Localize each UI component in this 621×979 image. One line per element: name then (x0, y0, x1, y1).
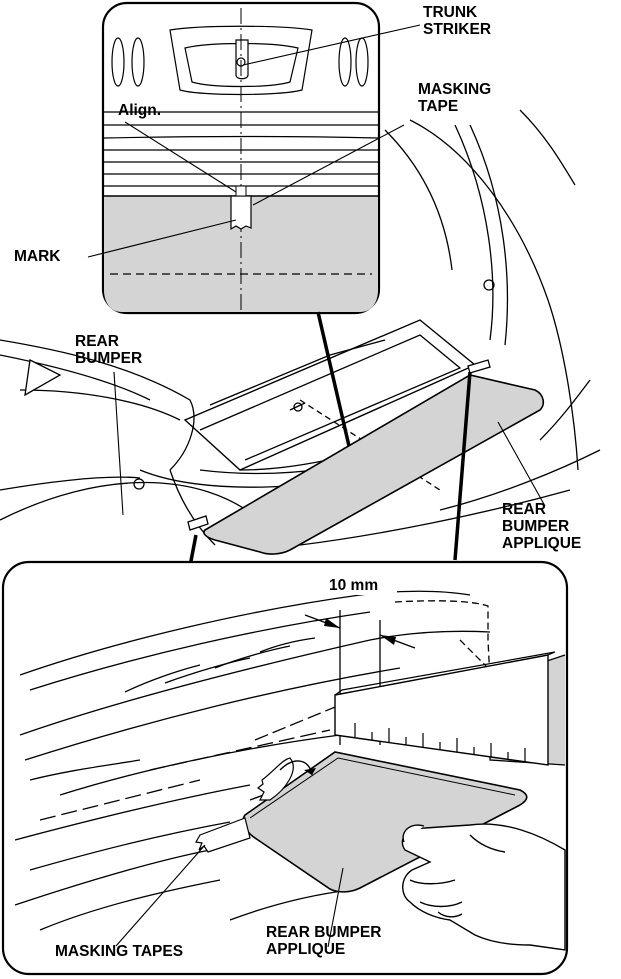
inset-connectors (188, 311, 472, 567)
ruler (334, 651, 556, 766)
masking-tapes-label: MASKING TAPES (55, 943, 184, 960)
trunk-striker-label: TRUNK STRIKER (423, 4, 492, 38)
masking-tape-label: MASKING TAPE (418, 81, 492, 115)
dimension-label: 10 mm (329, 577, 379, 594)
rear-bumper-applique-label-bottom: REAR BUMPER APPLIQUE (266, 924, 382, 958)
rear-bumper-applique-label-top: REAR BUMPER APPLIQUE (502, 501, 582, 552)
masking-tape-piece (230, 195, 252, 231)
mark-label: MARK (14, 248, 61, 265)
bottom-inset-detail (1, 560, 569, 976)
hand (401, 823, 566, 951)
rear-bumper-applique-overview (203, 374, 545, 555)
top-inset-detail (101, 1, 381, 315)
rear-bumper-label: REAR BUMPER (75, 333, 143, 367)
align-label: Align. (118, 102, 162, 119)
peeled-tape-curl (256, 757, 294, 801)
leader-lines (87, 24, 546, 948)
